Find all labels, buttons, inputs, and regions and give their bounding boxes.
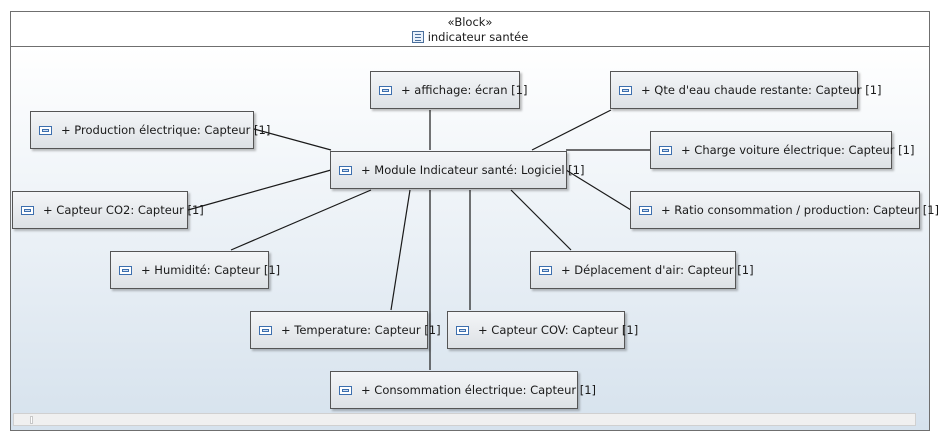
- part-co2[interactable]: + Capteur CO2: Capteur [1]: [12, 191, 204, 229]
- part-label: + Ratio consommation / production: Capte…: [661, 203, 940, 217]
- part-humidite[interactable]: + Humidité: Capteur [1]: [110, 251, 280, 289]
- part-production[interactable]: + Production électrique: Capteur [1]: [30, 111, 270, 149]
- part-module-indicateur[interactable]: + Module Indicateur santé: Logiciel [1]: [330, 151, 584, 189]
- block-name: indicateur santée: [427, 30, 529, 44]
- part-icon: [659, 145, 672, 155]
- part-label: + Qte d'eau chaude restante: Capteur [1]: [641, 83, 882, 97]
- part-label: + Humidité: Capteur [1]: [141, 263, 281, 277]
- part-label: + Module Indicateur santé: Logiciel [1]: [361, 163, 585, 177]
- part-label: + Déplacement d'air: Capteur [1]: [561, 263, 754, 277]
- part-qte-eau[interactable]: + Qte d'eau chaude restante: Capteur [1]: [610, 71, 882, 109]
- part-deplacement-air[interactable]: + Déplacement d'air: Capteur [1]: [530, 251, 754, 289]
- part-cov[interactable]: + Capteur COV: Capteur [1]: [447, 311, 638, 349]
- part-label: + Consommation électrique: Capteur [1]: [361, 383, 597, 397]
- scrollbar-thumb[interactable]: [30, 416, 33, 424]
- part-temperature[interactable]: + Temperature: Capteur [1]: [250, 311, 441, 349]
- part-icon: [39, 125, 52, 135]
- part-label: + Production électrique: Capteur [1]: [61, 123, 271, 137]
- part-icon: [539, 265, 552, 275]
- part-icon: [339, 385, 352, 395]
- part-icon: [339, 165, 352, 175]
- part-icon: [21, 205, 34, 215]
- horizontal-scrollbar[interactable]: [13, 413, 916, 426]
- part-label: + Charge voiture électrique: Capteur [1]: [681, 143, 915, 157]
- part-label: + Capteur CO2: Capteur [1]: [43, 203, 204, 217]
- part-icon: [119, 265, 132, 275]
- part-charge-voiture[interactable]: + Charge voiture électrique: Capteur [1]: [650, 131, 914, 169]
- block-title: indicateur santée: [11, 30, 929, 44]
- part-label: + Temperature: Capteur [1]: [281, 323, 441, 337]
- part-label: + Capteur COV: Capteur [1]: [478, 323, 639, 337]
- block-header: «Block» indicateur santée: [11, 12, 929, 47]
- block-icon: [411, 31, 424, 43]
- part-label: + affichage: écran [1]: [401, 83, 528, 97]
- part-affichage[interactable]: + affichage: écran [1]: [370, 71, 527, 109]
- part-ratio[interactable]: + Ratio consommation / production: Capte…: [630, 191, 939, 229]
- part-icon: [619, 85, 632, 95]
- block-stereotype: «Block»: [447, 15, 493, 29]
- part-icon: [379, 85, 392, 95]
- part-icon: [259, 325, 272, 335]
- part-icon: [456, 325, 469, 335]
- part-icon: [639, 205, 652, 215]
- part-consommation[interactable]: + Consommation électrique: Capteur [1]: [330, 371, 596, 409]
